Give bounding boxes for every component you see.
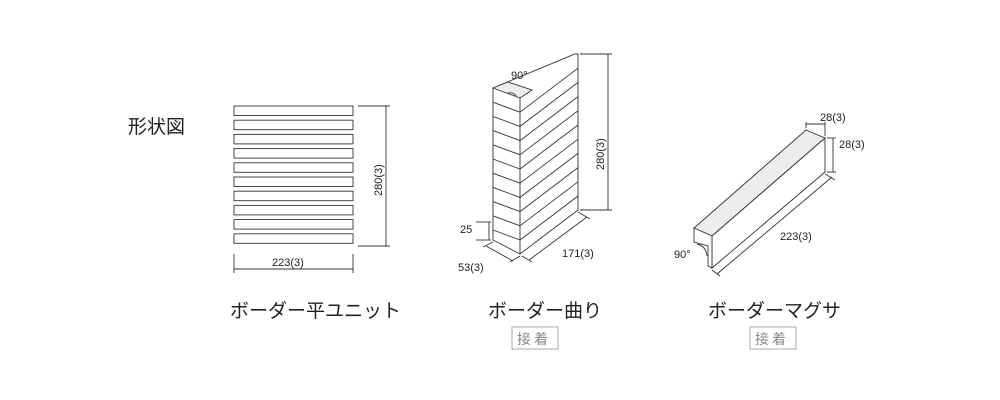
corner-drawing: 90° 280(3) 25 53(3) 171(3): [458, 53, 612, 274]
flat-unit-drawing: 280(3) 223(3): [233, 105, 390, 273]
corner-angle-label: 90°: [511, 70, 528, 82]
corner-badge-label: 接着: [517, 331, 551, 348]
corner-strip-line: [492, 101, 521, 113]
corner-strip-lines: [492, 67, 579, 241]
corner-strip-line: [519, 124, 579, 170]
corner-strip-line: [492, 201, 521, 213]
corner-strip-line: [519, 110, 579, 156]
corner-strip-line: [492, 215, 521, 227]
corner-depth-label: 53(3): [458, 262, 484, 274]
corner-strip-line: [519, 153, 579, 198]
flat-strip: [233, 162, 354, 173]
lintel-drawing: 28(3) 28(3) 223(3) 90°: [674, 112, 865, 277]
lintel-side-height-label: 28(3): [839, 139, 865, 151]
lintel-name: ボーダーマグサ: [708, 300, 841, 322]
corner-strip-line: [492, 115, 521, 127]
corner-name: ボーダー曲り: [488, 300, 602, 322]
lintel-badge: [749, 326, 797, 350]
section-label: 形状図: [128, 116, 185, 138]
corner-strip-line: [519, 195, 579, 241]
flat-strip: [233, 119, 354, 131]
lintel-badge-label: 接着: [755, 331, 789, 348]
flat-strip: [233, 148, 354, 159]
corner-badge: [511, 326, 559, 350]
corner-strip-line: [492, 186, 521, 198]
corner-strip-line: [492, 172, 521, 184]
flat-strip: [233, 190, 354, 202]
flat-strip: [233, 233, 354, 244]
flat-strip: [233, 176, 354, 187]
corner-strip-line: [519, 82, 579, 127]
corner-strip-line: [492, 229, 521, 241]
corner-thickness-label: 25: [460, 224, 472, 236]
corner-strip-line: [519, 138, 579, 184]
flat-strip: [233, 219, 354, 230]
flat-height-label: 280(3): [373, 164, 385, 196]
lintel-angle-label: 90°: [674, 249, 691, 261]
corner-strip-line: [492, 158, 521, 170]
lintel-length-label: 223(3): [780, 231, 812, 243]
corner-strip-line: [519, 67, 579, 113]
lintel-top-width-label: 28(3): [820, 112, 846, 124]
flat-strip: [233, 204, 354, 216]
flat-strip: [233, 105, 354, 116]
corner-strip-line: [519, 167, 579, 212]
corner-length-label: 171(3): [562, 248, 594, 260]
corner-strip-line: [519, 96, 579, 141]
corner-strip-line: [492, 144, 521, 156]
flat-unit-name: ボーダー平ユニット: [230, 300, 401, 322]
corner-strip-line: [492, 130, 521, 142]
flat-strip: [233, 133, 354, 145]
corner-strip-line: [519, 181, 579, 227]
flat-unit-strips: [233, 105, 354, 244]
corner-height-label: 280(3): [595, 138, 607, 170]
flat-width-label: 223(3): [272, 257, 304, 269]
